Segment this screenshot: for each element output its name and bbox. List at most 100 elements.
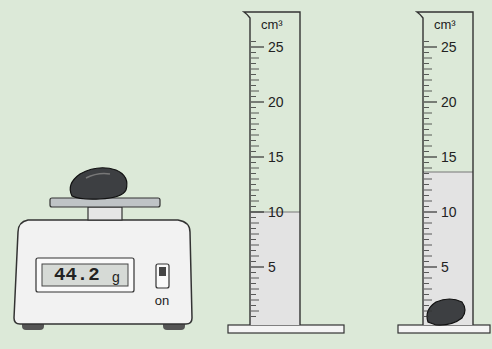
scale-tick (251, 129, 256, 130)
balance-body (14, 220, 192, 324)
unit-label: g (112, 270, 120, 284)
rock-highlight (86, 174, 110, 179)
scale-tick (251, 168, 259, 169)
scale-tick (424, 245, 432, 246)
scale-tick (251, 217, 256, 218)
measuring-cylinder (398, 12, 490, 333)
scale-tick (251, 283, 256, 284)
scale-tick (251, 52, 256, 53)
scale-tick (251, 101, 264, 102)
scale-tick (251, 250, 256, 251)
scale-tick (251, 140, 256, 141)
scale-tick (424, 85, 429, 86)
scale-tick (424, 190, 432, 191)
scale-tick (251, 107, 256, 108)
scale-tick (424, 179, 432, 180)
scale-tick (251, 272, 256, 273)
scale-tick (251, 80, 259, 81)
scale-tick (424, 151, 429, 152)
balance (14, 168, 192, 330)
scale-number: 15 (268, 150, 284, 164)
scale-tick (424, 195, 429, 196)
scale-tick (251, 201, 259, 202)
scale-number: 20 (441, 95, 457, 109)
cylinder-wall (417, 12, 473, 325)
scale-tick (251, 46, 264, 47)
scale-tick (251, 58, 259, 59)
scale-tick (424, 239, 429, 240)
scale-tick (424, 283, 429, 284)
scale-tick (424, 206, 429, 207)
scale-number: 10 (268, 205, 284, 219)
scale-tick (251, 261, 256, 262)
scale-tick (251, 211, 264, 212)
scale-tick (424, 162, 429, 163)
scale-tick (424, 118, 429, 119)
scale-tick (251, 316, 256, 317)
display-frame (36, 258, 134, 292)
scale-tick (424, 101, 437, 102)
scale-tick (424, 91, 432, 92)
scale-tick (424, 69, 432, 70)
scale-tick (424, 201, 432, 202)
measuring-cylinder (228, 12, 344, 333)
scale-tick (424, 113, 432, 114)
scale-tick (424, 52, 429, 53)
weighing-pan (50, 198, 160, 207)
water (423, 172, 473, 325)
scale-tick (251, 228, 256, 229)
scale-tick (251, 289, 259, 290)
scale-tick (251, 118, 256, 119)
scale-tick (424, 311, 432, 312)
scale-tick (424, 300, 432, 301)
scale-tick (251, 300, 259, 301)
scale-tick (424, 168, 432, 169)
scale-tick (251, 156, 264, 157)
lcd-display (42, 264, 128, 286)
cylinder-base (228, 325, 344, 333)
water (250, 212, 300, 325)
scale-tick (251, 294, 256, 295)
display-reading: 44.2 (54, 266, 100, 285)
scale-tick (424, 261, 429, 262)
scale-tick (424, 146, 432, 147)
scale-tick (424, 266, 437, 267)
scale-tick (424, 305, 429, 306)
scale-number: 25 (441, 40, 457, 54)
scale-tick (424, 228, 429, 229)
scale-tick (424, 46, 437, 47)
scale-tick (251, 278, 259, 279)
scale-tick (251, 245, 259, 246)
scale-tick (424, 96, 429, 97)
scale-tick (251, 256, 259, 257)
scale-tick (424, 124, 432, 125)
scale-tick (251, 41, 256, 42)
switch-label: on (155, 294, 169, 307)
scale-tick (424, 217, 429, 218)
scale-tick (251, 151, 256, 152)
scale-tick (424, 140, 429, 141)
scale-number: 20 (268, 95, 284, 109)
scale-tick (251, 162, 256, 163)
cylinder-base (398, 325, 490, 333)
rock (70, 168, 127, 199)
scale-tick (424, 156, 437, 157)
scale-tick (251, 239, 256, 240)
scale-tick (251, 96, 256, 97)
pan-stem (88, 207, 122, 220)
cylinder-wall (244, 12, 300, 325)
scale-tick (251, 234, 259, 235)
scale-tick (251, 305, 256, 306)
scale-tick (251, 146, 259, 147)
scale-tick (251, 190, 259, 191)
scale-tick (424, 107, 429, 108)
scale-tick (251, 206, 256, 207)
scale-tick (424, 223, 432, 224)
scale-tick (424, 80, 432, 81)
scale-tick (424, 173, 429, 174)
scale-tick (251, 63, 256, 64)
scale-tick (424, 294, 429, 295)
scale-tick (424, 41, 429, 42)
power-switch (156, 264, 169, 288)
